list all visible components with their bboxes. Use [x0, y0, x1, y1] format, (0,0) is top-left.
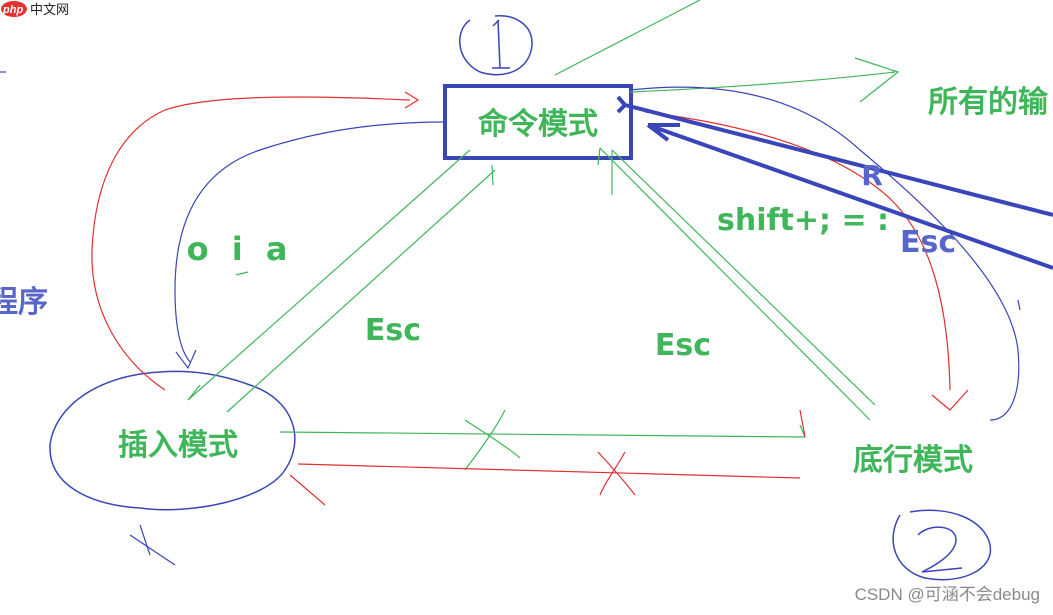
last-line-mode-label: 底行模式	[853, 443, 973, 478]
csdn-watermark: CSDN @可涵不会debug	[855, 585, 1040, 604]
command-mode-label: 命令模式	[478, 107, 598, 142]
site-logo: php 中文网	[1, 1, 69, 18]
blue-thick-arrow-replace	[616, 95, 1053, 270]
insert-mode-tail	[129, 524, 176, 566]
red-arrow-command-to-insert	[91, 91, 420, 391]
all-input-label: 所有的输	[928, 85, 1049, 120]
insert-mode-outline	[49, 370, 296, 511]
green-arrow-lastline-command	[597, 147, 876, 421]
red-arrow-command-to-lastline	[644, 111, 969, 411]
red-line-lastline-to-insert	[289, 409, 806, 506]
insert-mode-label: 插入模式	[118, 428, 238, 463]
insert-keys-underline	[235, 271, 249, 276]
blue-arrow-insert-to-command	[174, 121, 446, 370]
circled-number-two	[892, 509, 992, 581]
shift-colon-label: shift+; = :	[717, 203, 889, 238]
esc-blue-label: Esc	[900, 225, 956, 260]
esc-right-label: Esc	[655, 328, 711, 363]
esc-left-label: Esc	[365, 313, 421, 348]
logo-badge-text: php	[2, 4, 23, 16]
blue-arrow-lastline-to-command	[629, 86, 1021, 421]
logo-site-text: 中文网	[30, 3, 69, 18]
green-arrow-insert-command	[187, 149, 496, 413]
program-label: 程序	[0, 285, 48, 320]
logo-badge-icon	[1, 1, 27, 17]
green-line-insert-to-lastline	[279, 409, 806, 471]
circled-number-one	[459, 15, 533, 76]
insert-keys-label: o i a	[187, 230, 294, 268]
replace-r-label: R	[861, 159, 883, 192]
green-arrow-to-all-input	[554, 0, 900, 103]
